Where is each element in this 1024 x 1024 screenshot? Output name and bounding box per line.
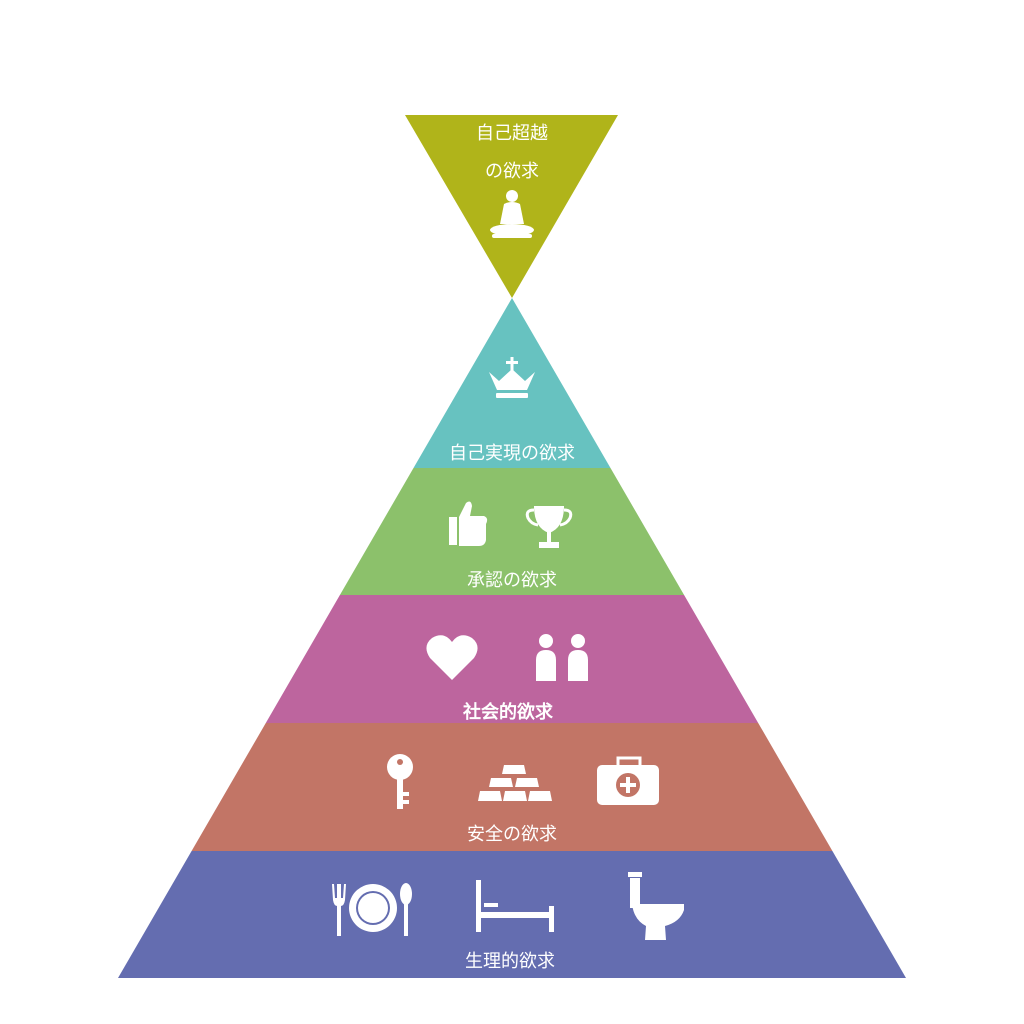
social-band: [265, 595, 759, 723]
level-transcendence: 自己超越 の欲求: [405, 115, 618, 298]
level-safety: 安全の欲求: [191, 723, 833, 851]
crown-icon: [489, 357, 535, 398]
trophy-icon: [525, 506, 573, 548]
level-social: 社会的欲求: [265, 595, 759, 723]
safety-label: 安全の欲求: [467, 824, 557, 845]
transcendence-label-line1: 自己超越: [476, 123, 548, 144]
esteem-band: [339, 468, 685, 595]
social-label: 社会的欲求: [463, 701, 554, 723]
level-self-actualization: 自己実現の欲求: [413, 298, 611, 468]
buddha-icon: [490, 190, 534, 238]
level-physiological: 生理的欲求: [118, 851, 906, 978]
people-icon: [536, 634, 588, 681]
first-aid-kit-icon: [597, 756, 659, 805]
level-esteem: 承認の欲求: [339, 468, 685, 595]
physiological-label: 生理的欲求: [465, 951, 555, 972]
plate-cutlery-icon: [332, 883, 412, 936]
gold-bars-icon: [478, 765, 552, 801]
transcendence-label-line2: の欲求: [485, 161, 539, 182]
heart-icon: [426, 635, 478, 680]
toilet-icon: [628, 872, 684, 940]
bed-icon: [476, 880, 554, 932]
self-actualization-label: 自己実現の欲求: [449, 443, 575, 464]
key-icon: [387, 754, 413, 809]
thumbs-up-icon: [449, 501, 488, 546]
esteem-label: 承認の欲求: [467, 570, 557, 591]
